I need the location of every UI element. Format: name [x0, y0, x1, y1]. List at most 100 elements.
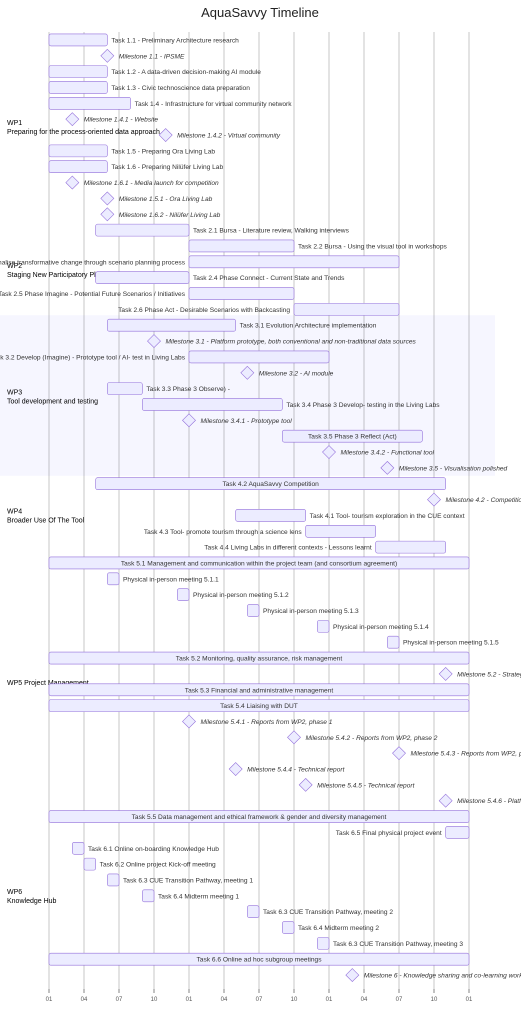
task-label: Task 5.2 Monitoring, quality assurance, …: [176, 656, 343, 663]
milestone-marker: [345, 968, 360, 982]
section-label: Tool development and testing: [7, 399, 98, 406]
section-label: WP6: [7, 889, 22, 896]
milestone-label: Milestone 3.1 - Platform prototype, both…: [166, 339, 417, 346]
milestone-marker: [427, 492, 441, 507]
milestone-marker: [228, 762, 243, 776]
task-bar: [375, 540, 446, 554]
task-label: Task 4.2 AquaSavvy Competition: [222, 481, 319, 488]
task-bar: [188, 287, 295, 300]
milestone-label: Milestone 3.4.2 - Functional tool: [341, 450, 435, 457]
milestone-marker: [100, 191, 115, 206]
task-bar: [48, 952, 470, 966]
tick-label: 04: [81, 997, 88, 1003]
task-label: Task 6.4 Midterm meeting 2: [298, 925, 379, 932]
task-label: Task 2.2 Bursa - Using the visual tool i…: [298, 243, 447, 250]
task-bar: [48, 810, 470, 823]
task-bar: [48, 699, 470, 712]
task-bar: [48, 33, 108, 47]
task-label: Task 1.6 - Preparing Nilüfer Living Lab: [111, 164, 223, 171]
task-label: Physical in-person meeting 5.1.4: [333, 624, 429, 631]
milestone-label: Milestone 5.2 - Strategize- code, websit…: [457, 671, 521, 678]
task-label: Task 3.2 Develop (Imagine) - Prototype t…: [0, 354, 186, 361]
milestone-marker: [438, 667, 453, 681]
task-bar: [235, 509, 306, 522]
task-bar: [142, 889, 155, 903]
tick-label: 04: [221, 997, 228, 1003]
tick-label: 04: [361, 997, 368, 1003]
task-label: Task 4.1 Tool- tourism exploration in th…: [310, 513, 465, 520]
milestone-marker: [65, 112, 80, 127]
task-bar: [48, 160, 108, 174]
tick-label: 01: [186, 997, 193, 1003]
task-label: Task 2.6 Phase Act - Desirable Scenarios…: [118, 307, 290, 314]
task-label: Task 6.6 Online ad hoc subgroup meetings: [197, 957, 323, 964]
milestone-marker: [65, 175, 80, 190]
section-label: Knowledge Hub: [7, 898, 57, 905]
task-bar: [107, 382, 143, 395]
tick-label: 01: [326, 997, 333, 1003]
section-bands: [0, 315, 495, 476]
milestone-marker: [158, 128, 173, 142]
task-label: Task 1.3 - Civic technoscience data prep…: [111, 85, 250, 92]
milestone-marker: [438, 793, 453, 808]
task-bar: [107, 873, 120, 887]
task-label: Task 4.3 Tool- promote tourism through a…: [144, 529, 303, 536]
task-label: Physical in-person meeting 5.1.2: [193, 592, 289, 599]
task-bar: [48, 651, 470, 665]
task-label: Physical in-person meeting 5.1.1: [123, 576, 219, 583]
section-label: WP1: [7, 120, 22, 127]
section-label: WP4: [7, 508, 22, 515]
task-bar: [48, 65, 108, 78]
section-label: WP5 Project Management: [7, 680, 89, 687]
task-bar: [72, 841, 85, 855]
task-label: Task 3.5 Phase 3 Reflect (Act): [308, 434, 397, 441]
task-bar: [282, 921, 295, 934]
task-bar: [48, 81, 108, 94]
tick-label: 01: [46, 997, 53, 1003]
section-label: WP3: [7, 390, 22, 397]
task-label: Physical in-person meeting 5.1.5: [403, 640, 499, 647]
task-bar: [95, 223, 190, 237]
task-label: Task 6.1 Online on-boarding Knowledge Hu…: [88, 846, 219, 853]
task-label: Task 2.1 Bursa - Literature review, Walk…: [193, 228, 350, 235]
task-label: Task 2.5 Phase Imagine - Potential Futur…: [0, 291, 186, 298]
task-bar: [48, 683, 470, 697]
milestone-label: Milestone 1.1 - IPSME: [119, 53, 185, 60]
milestone-marker: [380, 460, 395, 475]
tick-label: 07: [256, 997, 263, 1003]
milestone-label: Milestone 4.2 - Competition outcome/awar…: [446, 497, 521, 504]
tick-label: 07: [116, 997, 123, 1003]
grid-lines: [48, 32, 470, 989]
task-bar: [83, 857, 96, 871]
task-bar: [188, 239, 295, 253]
task-bar: [387, 635, 400, 649]
task-label: Task 1.2 - A data-driven decision-making…: [111, 69, 261, 76]
task-label: Task 6.3 CUE Transition Pathway, meeting…: [123, 877, 253, 884]
task-bar: [445, 826, 470, 839]
task-label: Task 6.3 CUE Transition Pathway, meeting…: [263, 909, 393, 916]
task-label: Task 6.5 Final physical project event: [336, 830, 442, 837]
task-bar: [247, 905, 260, 918]
task-label: Task 5.3 Financial and administrative ma…: [185, 687, 334, 694]
tick-label: 01: [466, 997, 473, 1003]
task-label: Physical in-person meeting 5.1.3: [263, 608, 359, 615]
task-bar: [188, 255, 400, 269]
milestone-label: Milestone 3.4.1 - Prototype tool: [201, 418, 293, 425]
milestone-label: Milestone 5.4.2 - Reports from WP2, phas…: [306, 735, 438, 742]
section-band: [0, 315, 495, 476]
task-label: Task 2.4 Phase Connect - Current State a…: [193, 275, 345, 282]
milestone-label: Milestone 5.4.4 - Technical report: [247, 767, 345, 774]
section-label: Preparing for the process-oriented data …: [7, 129, 160, 136]
milestone-label: Milestone 1.5.1 - Ora Living Lab: [119, 196, 213, 203]
milestone-label: Milestone 1.4.1 - Website: [84, 117, 159, 124]
task-label: Task 5.5 Data management and ethical fra…: [132, 814, 387, 821]
task-bar: [142, 398, 283, 411]
milestone-marker: [100, 48, 115, 63]
task-label: Task 6.3 CUE Transition Pathway, meeting…: [333, 941, 463, 948]
milestone-marker: [182, 413, 196, 428]
milestone-label: Milestone 1.6.2 - Nilüfer Living Lab: [119, 212, 221, 219]
milestone-marker: [100, 207, 115, 222]
task-label: Task 3.1 Evolution Architecture implemen…: [240, 323, 377, 330]
